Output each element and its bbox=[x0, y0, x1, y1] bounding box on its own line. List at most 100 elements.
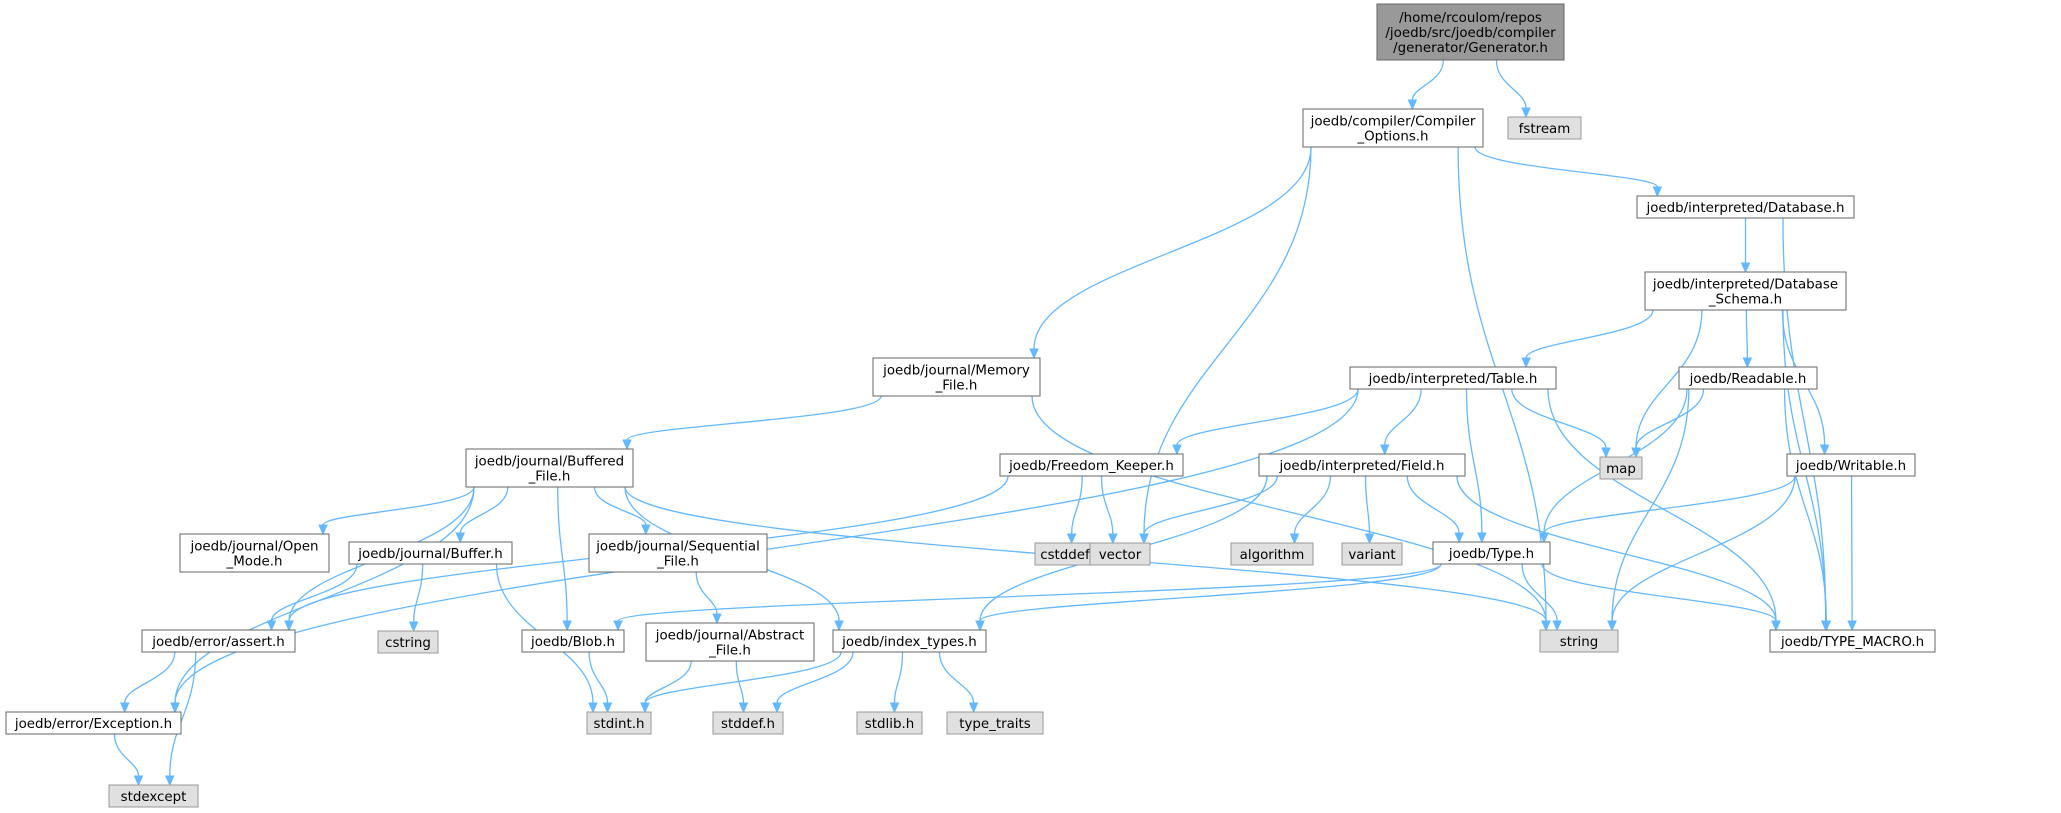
edge-arrowhead bbox=[613, 620, 623, 632]
edge-arrowhead bbox=[1541, 620, 1551, 632]
edge-arrowhead bbox=[1139, 533, 1149, 545]
edge-writable-to-type bbox=[1543, 475, 1796, 534]
node-label: joedb/index_types.h bbox=[841, 635, 977, 650]
edge-arrowhead bbox=[408, 621, 419, 633]
node-box bbox=[1599, 456, 1643, 480]
node-label: joedb/Type.h bbox=[1448, 547, 1534, 562]
node-label: joedb/error/assert.h bbox=[151, 635, 285, 650]
edge-arrowhead bbox=[1364, 533, 1375, 545]
node-fstream[interactable]: fstream bbox=[1507, 116, 1582, 140]
node-cstring[interactable]: cstring bbox=[377, 630, 439, 654]
edge-compiler_options-to-interp_database bbox=[1474, 146, 1659, 188]
edge-interp_field-to-type_macro bbox=[1456, 475, 1777, 622]
node-buffer[interactable]: joedb/journal/Buffer.h bbox=[348, 541, 513, 565]
node-stdint[interactable]: stdint.h bbox=[586, 711, 652, 735]
node-label: _Options.h bbox=[1356, 130, 1428, 145]
node-box bbox=[1230, 542, 1314, 566]
edge-index_types-to-stdint bbox=[644, 651, 842, 704]
node-memory_file[interactable]: joedb/journal/Memory_File.h bbox=[872, 357, 1041, 397]
edge-buffered_file-to-sequential_file bbox=[593, 486, 647, 526]
node-label: fstream bbox=[1519, 122, 1571, 137]
node-string[interactable]: string bbox=[1539, 629, 1619, 653]
node-generator[interactable]: /home/rcoulom/repos/joedb/src/joedb/comp… bbox=[1376, 3, 1565, 61]
edge-interp_field-to-variant bbox=[1364, 475, 1371, 535]
edge-buffered_file-to-buffer bbox=[459, 486, 509, 534]
edge-arrowhead bbox=[119, 702, 130, 714]
edge-arrowhead bbox=[1821, 620, 1832, 632]
node-writable[interactable]: joedb/Writable.h bbox=[1786, 453, 1916, 477]
node-label: stdint.h bbox=[594, 717, 645, 732]
node-abstract_file[interactable]: joedb/journal/Abstract_File.h bbox=[645, 622, 815, 662]
node-type_macro[interactable]: joedb/TYPE_MACRO.h bbox=[1769, 629, 1936, 653]
edge-arrowhead bbox=[772, 702, 782, 714]
node-error_exception[interactable]: joedb/error/Exception.h bbox=[5, 711, 182, 735]
node-interp_table[interactable]: joedb/interpreted/Table.h bbox=[1349, 366, 1557, 390]
edge-readable-to-map bbox=[1635, 388, 1705, 449]
edge-type-to-index_types bbox=[979, 563, 1442, 622]
node-label: joedb/interpreted/Database bbox=[1652, 278, 1838, 293]
node-buffered_file[interactable]: joedb/journal/Buffered_File.h bbox=[465, 448, 634, 488]
node-vector[interactable]: vector bbox=[1089, 542, 1151, 566]
node-map[interactable]: map bbox=[1599, 456, 1643, 480]
node-box bbox=[141, 629, 296, 653]
edge-arrowhead bbox=[1521, 107, 1531, 119]
edge-index_types-to-stddef bbox=[776, 651, 854, 704]
node-index_types[interactable]: joedb/index_types.h bbox=[832, 629, 987, 653]
edge-arrowhead bbox=[1552, 620, 1562, 632]
edge-interp_database_schema-to-map bbox=[1635, 309, 1703, 449]
node-box bbox=[1089, 542, 1151, 566]
edge-arrowhead bbox=[1819, 444, 1830, 456]
node-box bbox=[1432, 541, 1551, 565]
node-box bbox=[586, 711, 652, 735]
node-cstddef[interactable]: cstddef bbox=[1034, 542, 1096, 566]
edge-arrowhead bbox=[1521, 357, 1531, 369]
node-label: joedb/journal/Sequential bbox=[595, 540, 760, 555]
edge-buffered_file-to-open_mode bbox=[322, 486, 475, 526]
node-stdexcept[interactable]: stdexcept bbox=[108, 784, 199, 808]
node-box bbox=[465, 448, 634, 488]
node-stdlib[interactable]: stdlib.h bbox=[856, 711, 923, 735]
node-readable[interactable]: joedb/Readable.h bbox=[1678, 366, 1818, 390]
node-error_assert[interactable]: joedb/error/assert.h bbox=[141, 629, 296, 653]
node-stddef[interactable]: stddef.h bbox=[712, 711, 784, 735]
node-interp_field[interactable]: joedb/interpreted/Field.h bbox=[1258, 453, 1466, 477]
node-label: joedb/Blob.h bbox=[530, 635, 615, 650]
edge-arrowhead bbox=[1601, 447, 1611, 459]
edge-interp_table-to-type bbox=[1465, 388, 1483, 534]
node-variant[interactable]: variant bbox=[1341, 542, 1403, 566]
node-interp_database[interactable]: joedb/interpreted/Database.h bbox=[1636, 195, 1855, 219]
node-label: joedb/journal/Abstract bbox=[655, 629, 804, 644]
edge-arrowhead bbox=[641, 524, 651, 536]
node-algorithm[interactable]: algorithm bbox=[1230, 542, 1314, 566]
edge-abstract_file-to-stddef bbox=[735, 660, 745, 704]
edge-arrowhead bbox=[1771, 620, 1781, 632]
node-label: joedb/interpreted/Table.h bbox=[1368, 372, 1538, 387]
edge-arrowhead bbox=[738, 702, 749, 714]
node-label: joedb/interpreted/Field.h bbox=[1279, 459, 1445, 474]
node-box bbox=[1539, 629, 1619, 653]
node-box bbox=[521, 629, 625, 653]
edge-freedom_keeper-to-cstddef bbox=[1070, 475, 1083, 535]
node-type_traits[interactable]: type_traits bbox=[946, 711, 1044, 735]
node-interp_database_schema[interactable]: joedb/interpreted/Database_Schema.h bbox=[1644, 271, 1847, 311]
node-label: /home/rcoulom/repos bbox=[1399, 11, 1542, 26]
edge-arrowhead bbox=[1029, 348, 1039, 360]
node-compiler_options[interactable]: joedb/compiler/Compiler_Options.h bbox=[1302, 108, 1484, 148]
node-label: _Mode.h bbox=[226, 555, 283, 570]
node-sequential_file[interactable]: joedb/journal/Sequential_File.h bbox=[588, 533, 768, 573]
node-box bbox=[1376, 3, 1565, 61]
header-nodes: /home/rcoulom/repos/joedb/src/joedb/comp… bbox=[5, 3, 1936, 808]
node-open_mode[interactable]: joedb/journal/Open_Mode.h bbox=[179, 533, 330, 573]
edge-generator-to-fstream bbox=[1495, 59, 1527, 109]
edge-arrowhead bbox=[834, 620, 844, 632]
edge-generator-to-compiler_options bbox=[1411, 59, 1445, 101]
node-label: map bbox=[1606, 462, 1636, 477]
node-box bbox=[108, 784, 199, 808]
node-freedom_keeper[interactable]: joedb/Freedom_Keeper.h bbox=[999, 453, 1184, 477]
node-type[interactable]: joedb/Type.h bbox=[1432, 541, 1551, 565]
edge-arrowhead bbox=[975, 620, 985, 632]
edge-type-to-blob bbox=[617, 563, 1442, 622]
edge-writable-to-type_macro bbox=[1850, 475, 1853, 622]
node-box bbox=[377, 630, 439, 654]
node-blob[interactable]: joedb/Blob.h bbox=[521, 629, 625, 653]
